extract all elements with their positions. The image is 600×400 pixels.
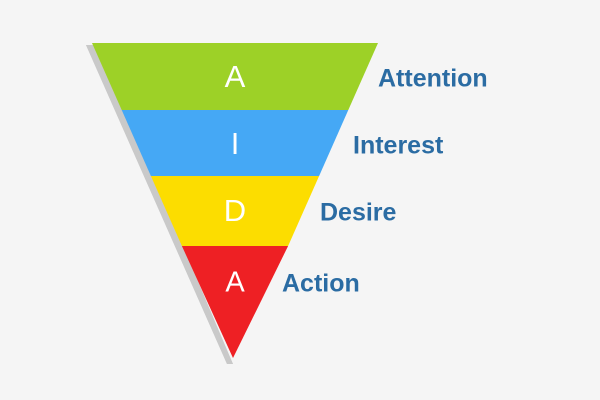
funnel-segment-attention[interactable] [92, 43, 378, 110]
stage-letter-interest: I [231, 126, 240, 161]
stage-label-action[interactable]: Action [282, 269, 360, 298]
stage-letter-attention: A [225, 59, 246, 94]
stage-letter-desire: D [224, 193, 246, 228]
funnel-segment-desire[interactable] [150, 176, 320, 246]
funnel-segment-action[interactable] [181, 246, 289, 358]
funnel-segment-interest[interactable] [121, 110, 349, 176]
funnel-drop-shadow-wide [86, 45, 233, 364]
stage-letter-action: A [225, 267, 245, 299]
stage-label-interest[interactable]: Interest [353, 131, 444, 160]
stage-label-attention[interactable]: Attention [378, 64, 488, 93]
stage-label-desire[interactable]: Desire [320, 198, 397, 227]
